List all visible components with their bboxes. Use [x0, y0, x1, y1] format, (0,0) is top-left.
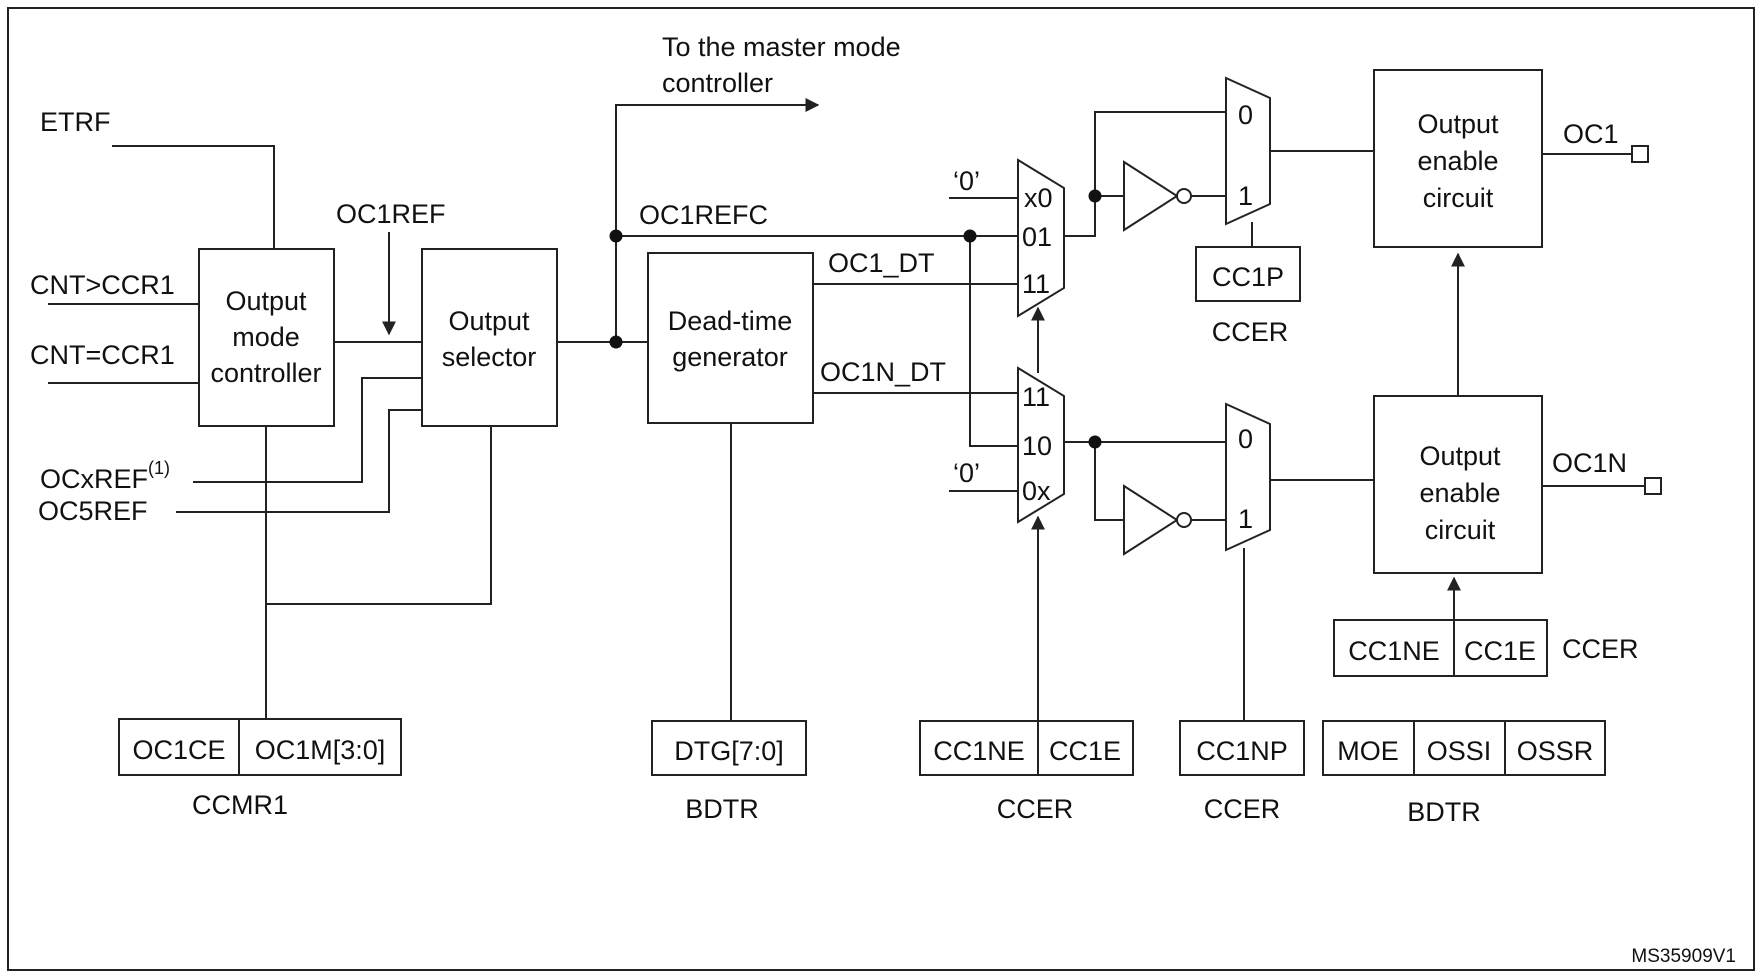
register-label-ccmr1: CCMR1	[192, 790, 288, 820]
dead-time-generator-label-2: generator	[672, 342, 788, 372]
polarity-bottom-input-1: 1	[1238, 504, 1253, 534]
signal-oc1ref: OC1REF	[336, 199, 446, 229]
signal-zero-top: ‘0’	[953, 166, 980, 196]
register-field-cc1np	[1179, 720, 1305, 776]
junction-dots	[609, 189, 1102, 449]
register-field-ossr	[1504, 720, 1606, 776]
output-enable-oc1-label-2: enable	[1417, 146, 1498, 176]
field-cc1p-text: CC1P	[1212, 262, 1284, 292]
output-mode-controller-label-3: controller	[210, 358, 321, 388]
mux-top-input-01: 01	[1022, 222, 1052, 252]
field-dtg-text: DTG[7:0]	[674, 736, 784, 766]
field-cc1e-mux-text: CC1E	[1049, 736, 1121, 766]
register-label-ccer-cc1np: CCER	[1204, 794, 1281, 824]
output-enable-oc1n-label-3: circuit	[1425, 515, 1496, 545]
mux-bottom-input-0x: 0x	[1022, 476, 1051, 506]
signal-oc1n: OC1N	[1552, 448, 1627, 478]
register-label-ccer-mux: CCER	[997, 794, 1074, 824]
signal-oc5ref: OC5REF	[38, 496, 148, 526]
signal-oc1-dt: OC1_DT	[828, 248, 935, 278]
signal-oc1n-dt: OC1N_DT	[820, 357, 946, 387]
field-oc1ce-text: OC1CE	[132, 735, 225, 765]
output-enable-oc1-label-3: circuit	[1423, 183, 1494, 213]
oc1n-pin-icon	[1644, 477, 1662, 495]
oc1-pin-icon	[1631, 145, 1649, 163]
field-cc1np-text: CC1NP	[1196, 736, 1288, 766]
signal-oc1: OC1	[1563, 119, 1619, 149]
mux-bottom-input-10: 10	[1022, 431, 1052, 461]
field-cc1ne-mux-text: CC1NE	[933, 736, 1025, 766]
register-field-ossi	[1413, 720, 1506, 776]
register-field-cc1p	[1195, 246, 1301, 302]
inverter-top-bubble	[1176, 188, 1192, 204]
register-label-bdtr-moe: BDTR	[1407, 797, 1481, 827]
register-field-moe	[1322, 720, 1415, 776]
output-mode-controller-label-1: Output	[225, 286, 307, 316]
signal-zero-bottom: ‘0’	[953, 458, 980, 488]
inverter-bottom-bubble	[1176, 512, 1192, 528]
signal-cnt-eq-ccr1: CNT=CCR1	[30, 340, 175, 370]
register-label-bdtr-dtg: BDTR	[685, 794, 759, 824]
field-moe-text: MOE	[1337, 736, 1399, 766]
register-field-cc1ne-enable	[1333, 619, 1455, 677]
mux-bottom	[1017, 366, 1065, 524]
mux-top-input-11: 11	[1022, 269, 1050, 299]
polarity-selector-bottom	[1225, 402, 1271, 552]
register-label-ccer-enable: CCER	[1562, 634, 1639, 664]
field-oc1m-text: OC1M[3:0]	[255, 735, 386, 765]
polarity-top-input-0: 0	[1238, 100, 1253, 130]
master-mode-label-1: To the master mode	[662, 32, 901, 62]
register-field-dtg	[651, 720, 807, 776]
signal-oc1refc: OC1REFC	[639, 200, 768, 230]
inverter-bottom-icon	[1123, 484, 1179, 556]
output-mode-controller-label-2: mode	[232, 322, 300, 352]
mux-top	[1017, 158, 1065, 318]
output-enable-circuit-oc1n	[1373, 395, 1543, 574]
polarity-selector-top	[1225, 76, 1271, 226]
figure-frame	[7, 7, 1755, 971]
field-cc1ne-enable-text: CC1NE	[1348, 636, 1440, 666]
signal-ocxref: OCxREF(1)	[40, 458, 170, 494]
output-selector-label-2: selector	[442, 342, 537, 372]
output-enable-oc1-label-1: Output	[1417, 109, 1499, 139]
dead-time-generator-label-1: Dead-time	[668, 306, 793, 336]
dead-time-generator-block	[647, 252, 814, 424]
polarity-top-input-1: 1	[1238, 181, 1253, 211]
signal-etrf: ETRF	[40, 107, 111, 137]
register-field-cc1e-enable	[1453, 619, 1548, 677]
output-enable-oc1n-label-2: enable	[1419, 478, 1500, 508]
register-field-oc1m	[238, 718, 402, 776]
inverter-top-icon	[1123, 160, 1179, 232]
field-cc1e-enable-text: CC1E	[1464, 636, 1536, 666]
output-selector-block	[421, 248, 558, 427]
output-mode-controller-block	[198, 248, 335, 427]
output-enable-oc1n-label-1: Output	[1419, 441, 1501, 471]
field-ossr-text: OSSR	[1517, 736, 1594, 766]
signal-cnt-gt-ccr1: CNT>CCR1	[30, 270, 175, 300]
mux-bottom-input-11: 11	[1022, 382, 1050, 412]
output-selector-label-1: Output	[448, 306, 530, 336]
register-label-ccer-cc1p: CCER	[1212, 317, 1289, 347]
register-field-oc1ce	[118, 718, 240, 776]
polarity-bottom-input-0: 0	[1238, 424, 1253, 454]
register-field-cc1ne-mux	[919, 720, 1039, 776]
master-mode-label-2: controller	[662, 68, 773, 98]
output-enable-circuit-oc1	[1373, 69, 1543, 248]
figure-tag: MS35909V1	[1631, 946, 1736, 967]
register-field-cc1e-mux	[1037, 720, 1134, 776]
mux-top-input-x0: x0	[1024, 183, 1053, 213]
field-ossi-text: OSSI	[1427, 736, 1492, 766]
